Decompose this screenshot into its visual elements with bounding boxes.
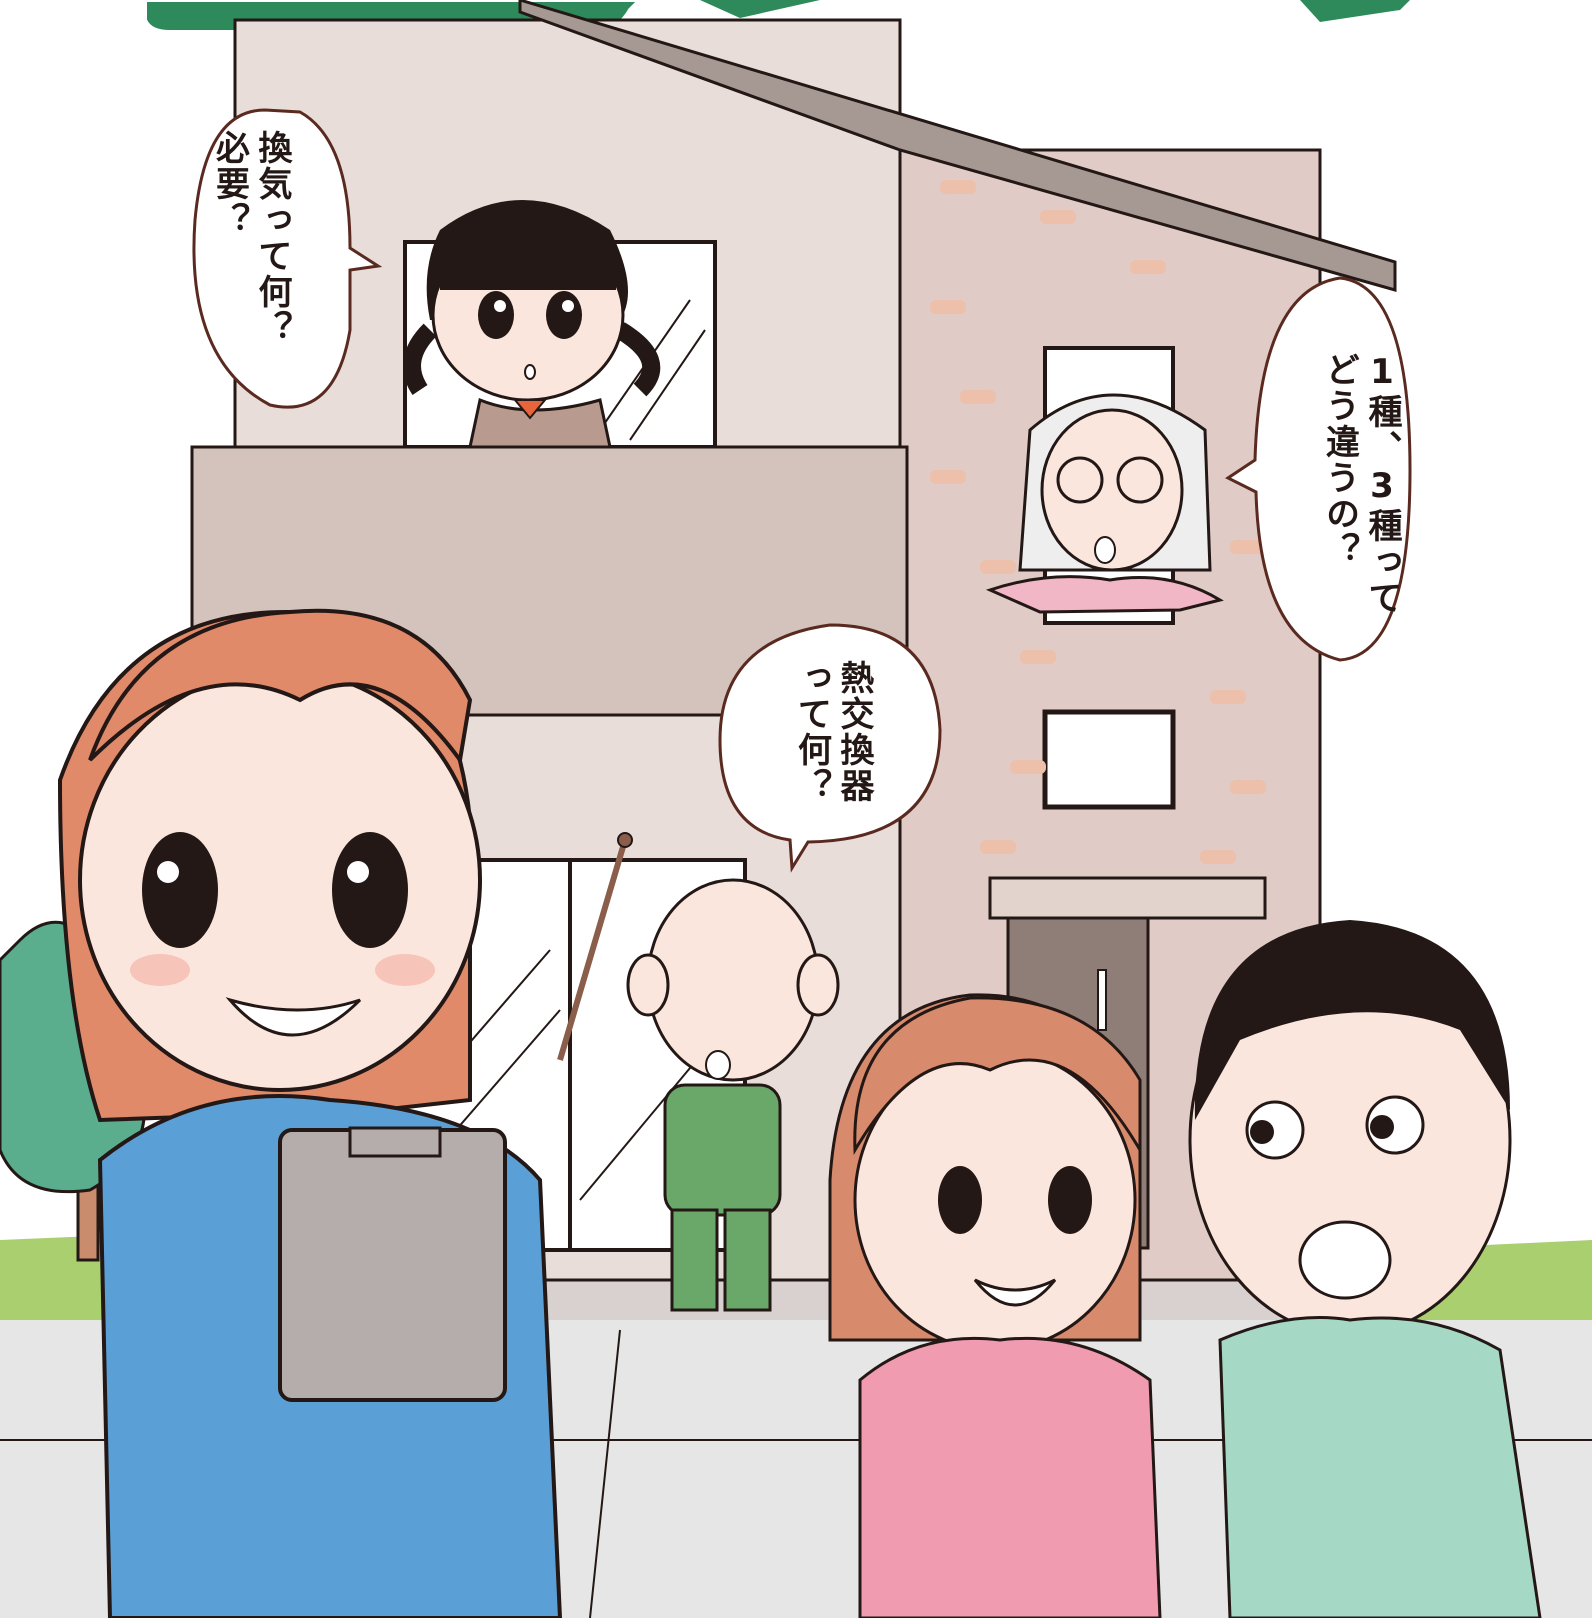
entrance-canopy: [988, 876, 1267, 920]
speech-bubble-grandma: [1225, 276, 1412, 662]
speech-bubble-girl: [192, 108, 383, 409]
roof: [518, 0, 1397, 292]
pink-shirt-woman-character: [828, 993, 1162, 1618]
grandpa-character: [626, 878, 840, 1312]
speech-text-girl: 換気って何？ 必要？: [209, 130, 293, 346]
speech-text-grandma: 1種、3種って どう違うの？: [1319, 352, 1403, 616]
girl-character: [403, 200, 661, 449]
pointer-stick: [557, 839, 628, 1061]
worker-woman-character: [57, 608, 633, 1618]
small-window-middle: [1042, 709, 1176, 810]
speech-bubble-grandpa: [718, 623, 942, 873]
grandma-character: [985, 393, 1224, 614]
clipboard: [278, 1128, 507, 1402]
mint-shirt-man-character: [1188, 920, 1542, 1618]
speech-text-grandpa: 熱交換器 って何？: [791, 660, 875, 804]
